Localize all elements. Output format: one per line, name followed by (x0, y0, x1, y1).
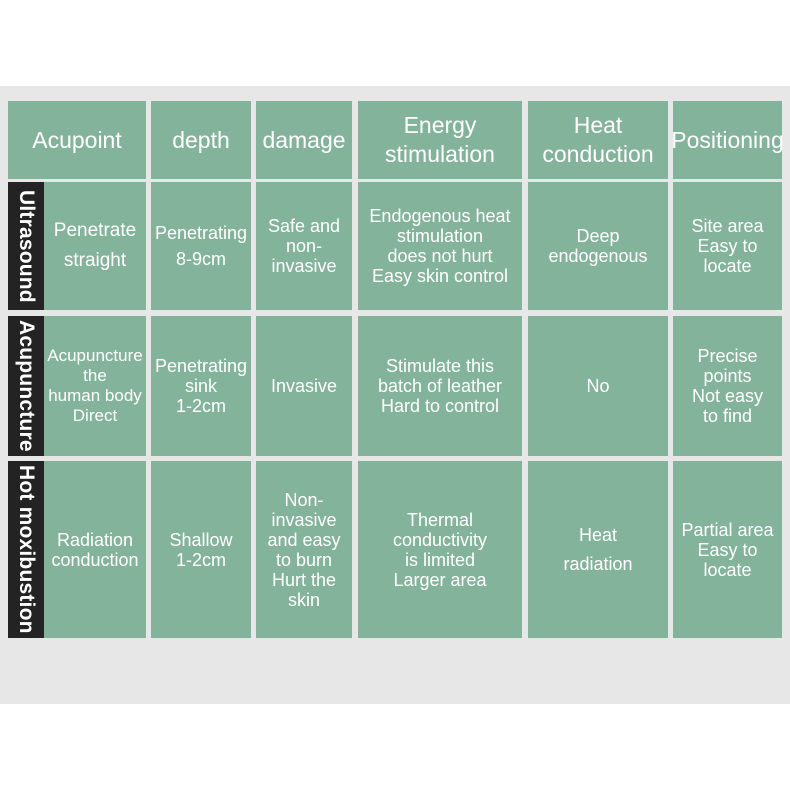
cell-ultrasound-acupoint: Penetrate straight (44, 182, 146, 310)
header-positioning: Positioning (671, 101, 784, 179)
row-label-ultrasound: Ultrasound (8, 182, 44, 310)
row-label-text: Acupuncture (15, 320, 38, 452)
cell-acupuncture-acupoint: Acupuncture the human body Direct (44, 316, 146, 456)
cell-acupuncture-depth: Penetrating sink 1-2cm (151, 316, 251, 456)
cell-ultrasound-energy: Endogenous heat stimulation does not hur… (358, 182, 522, 310)
cell-ultrasound-depth: Penetrating 8-9cm (151, 182, 251, 310)
row-label-text: Ultrasound (15, 189, 38, 303)
header-damage: damage (256, 101, 352, 179)
header-energy-stimulation: Energy stimulation (358, 101, 522, 179)
header-depth: depth (151, 101, 251, 179)
header-heat-conduction: Heat conduction (528, 101, 668, 179)
cell-acupuncture-positioning: Precise points Not easy to find (673, 316, 782, 456)
cell-moxibustion-damage: Non- invasive and easy to burn Hurt the … (256, 461, 352, 638)
cell-ultrasound-damage: Safe and non- invasive (256, 182, 352, 310)
cell-acupuncture-damage: Invasive (256, 316, 352, 456)
row-label-acupuncture: Acupuncture (8, 316, 44, 456)
cell-acupuncture-heat: No (528, 316, 668, 456)
cell-acupuncture-energy: Stimulate this batch of leather Hard to … (358, 316, 522, 456)
cell-moxibustion-energy: Thermal conductivity is limited Larger a… (358, 461, 522, 638)
comparison-panel: Acupoint depth damage Energy stimulation… (0, 86, 790, 704)
cell-moxibustion-positioning: Partial area Easy to locate (673, 461, 782, 638)
row-label-text: Hot moxibustion (15, 465, 38, 634)
header-acupoint: Acupoint (8, 101, 146, 179)
cell-moxibustion-heat: Heat radiation (528, 461, 668, 638)
cell-moxibustion-acupoint: Radiation conduction (44, 461, 146, 638)
cell-ultrasound-positioning: Site area Easy to locate (673, 182, 782, 310)
row-label-hot-moxibustion: Hot moxibustion (8, 461, 44, 638)
cell-moxibustion-depth: Shallow 1-2cm (151, 461, 251, 638)
cell-ultrasound-heat: Deep endogenous (528, 182, 668, 310)
